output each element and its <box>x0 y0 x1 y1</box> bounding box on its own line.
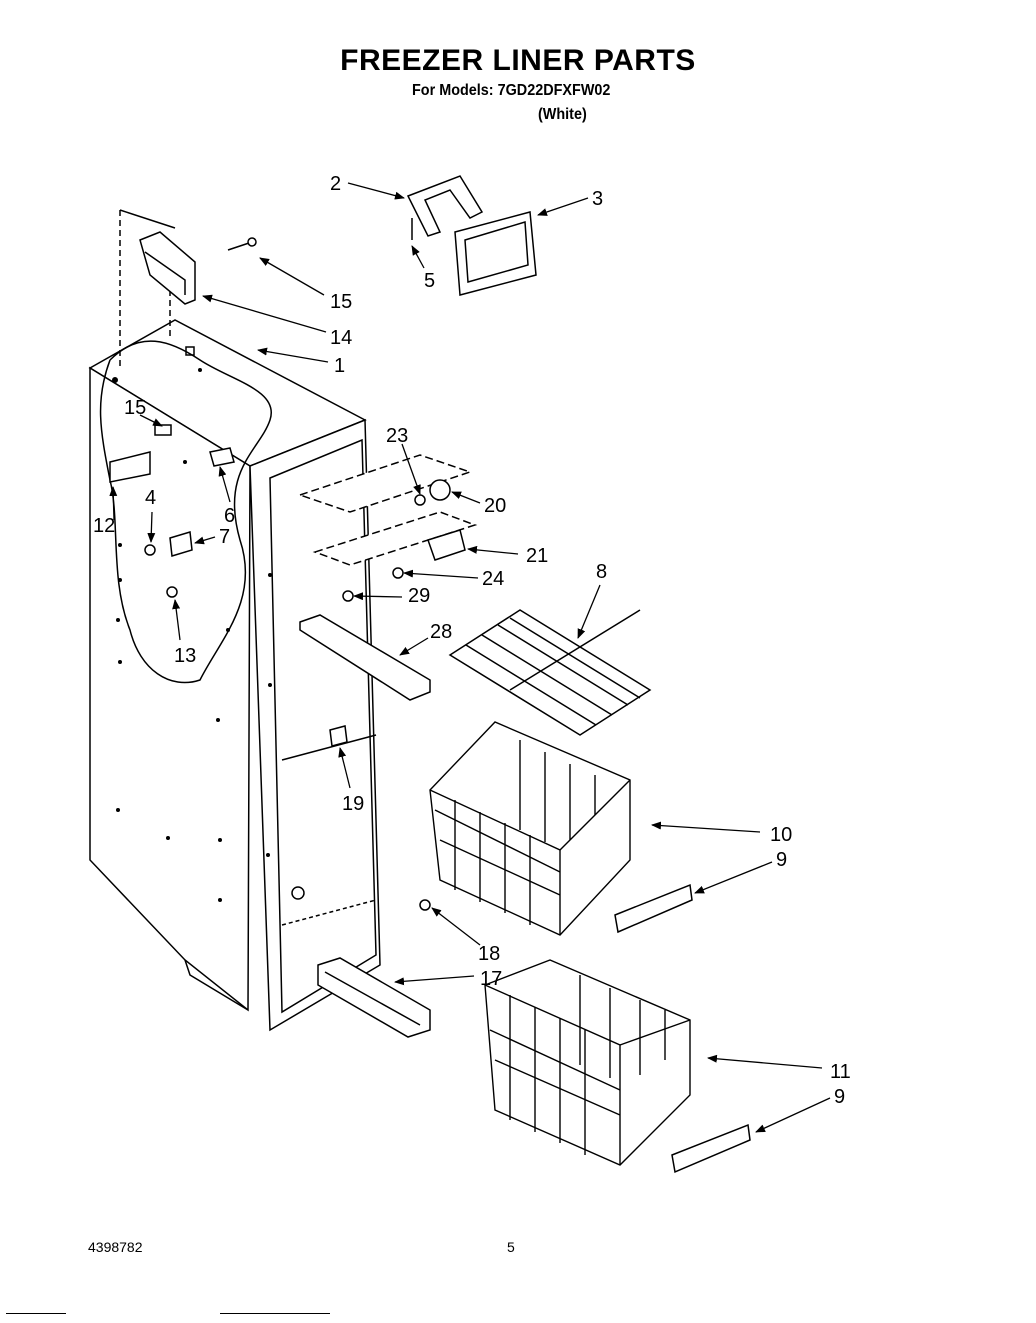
callout-9-lower: 9 <box>834 1086 845 1108</box>
callout-15-top: 15 <box>330 291 352 313</box>
callout-8: 8 <box>596 561 607 583</box>
callout-11: 11 <box>830 1061 851 1083</box>
liner-holes <box>112 368 272 902</box>
leader-lines <box>109 182 831 1133</box>
callout-4: 4 <box>145 487 156 509</box>
callout-10: 10 <box>770 824 792 846</box>
callout-28: 28 <box>430 621 452 643</box>
footer-rule-mid <box>220 1313 330 1314</box>
callout-labels: 2 3 5 15 14 1 15 23 20 4 6 12 7 21 24 8 … <box>93 173 851 1108</box>
callout-12: 12 <box>93 515 115 537</box>
callout-24: 24 <box>482 568 504 590</box>
callout-21: 21 <box>526 545 548 567</box>
page-title: FREEZER LINER PARTS <box>340 44 696 77</box>
top-hinge-bracket <box>139 231 196 305</box>
models-line: For Models: 7GD22DFXFW02 <box>412 82 611 99</box>
bottom-grille <box>317 957 431 1038</box>
callout-2: 2 <box>330 173 341 195</box>
callout-19: 19 <box>342 793 364 815</box>
callout-13: 13 <box>174 645 196 667</box>
color-note: (White) <box>538 106 587 123</box>
callout-15-left: 15 <box>124 397 146 419</box>
drawer-slide-hardware <box>406 175 537 296</box>
basket-trim <box>614 883 751 1174</box>
callout-6: 6 <box>224 505 235 527</box>
callout-3: 3 <box>592 188 603 210</box>
callout-20: 20 <box>484 495 506 517</box>
center-mounting-parts <box>297 454 478 911</box>
freezer-liner <box>88 209 381 1032</box>
lower-wire-basket <box>484 959 691 1166</box>
footer-rule-left <box>6 1313 66 1314</box>
callout-5: 5 <box>424 270 435 292</box>
screw-15-top <box>227 237 257 251</box>
document-number: 4398782 <box>88 1239 143 1255</box>
upper-wire-basket <box>429 721 631 936</box>
callout-7: 7 <box>219 526 230 548</box>
page-number: 5 <box>507 1239 515 1255</box>
callout-17: 17 <box>480 968 502 990</box>
callout-1: 1 <box>334 355 345 377</box>
callout-9-upper: 9 <box>776 849 787 871</box>
callout-29: 29 <box>408 585 430 607</box>
wire-shelf <box>448 609 652 736</box>
callout-18: 18 <box>478 943 500 965</box>
left-side-parts <box>109 424 235 598</box>
callout-23: 23 <box>386 425 408 447</box>
callout-14: 14 <box>330 327 352 349</box>
